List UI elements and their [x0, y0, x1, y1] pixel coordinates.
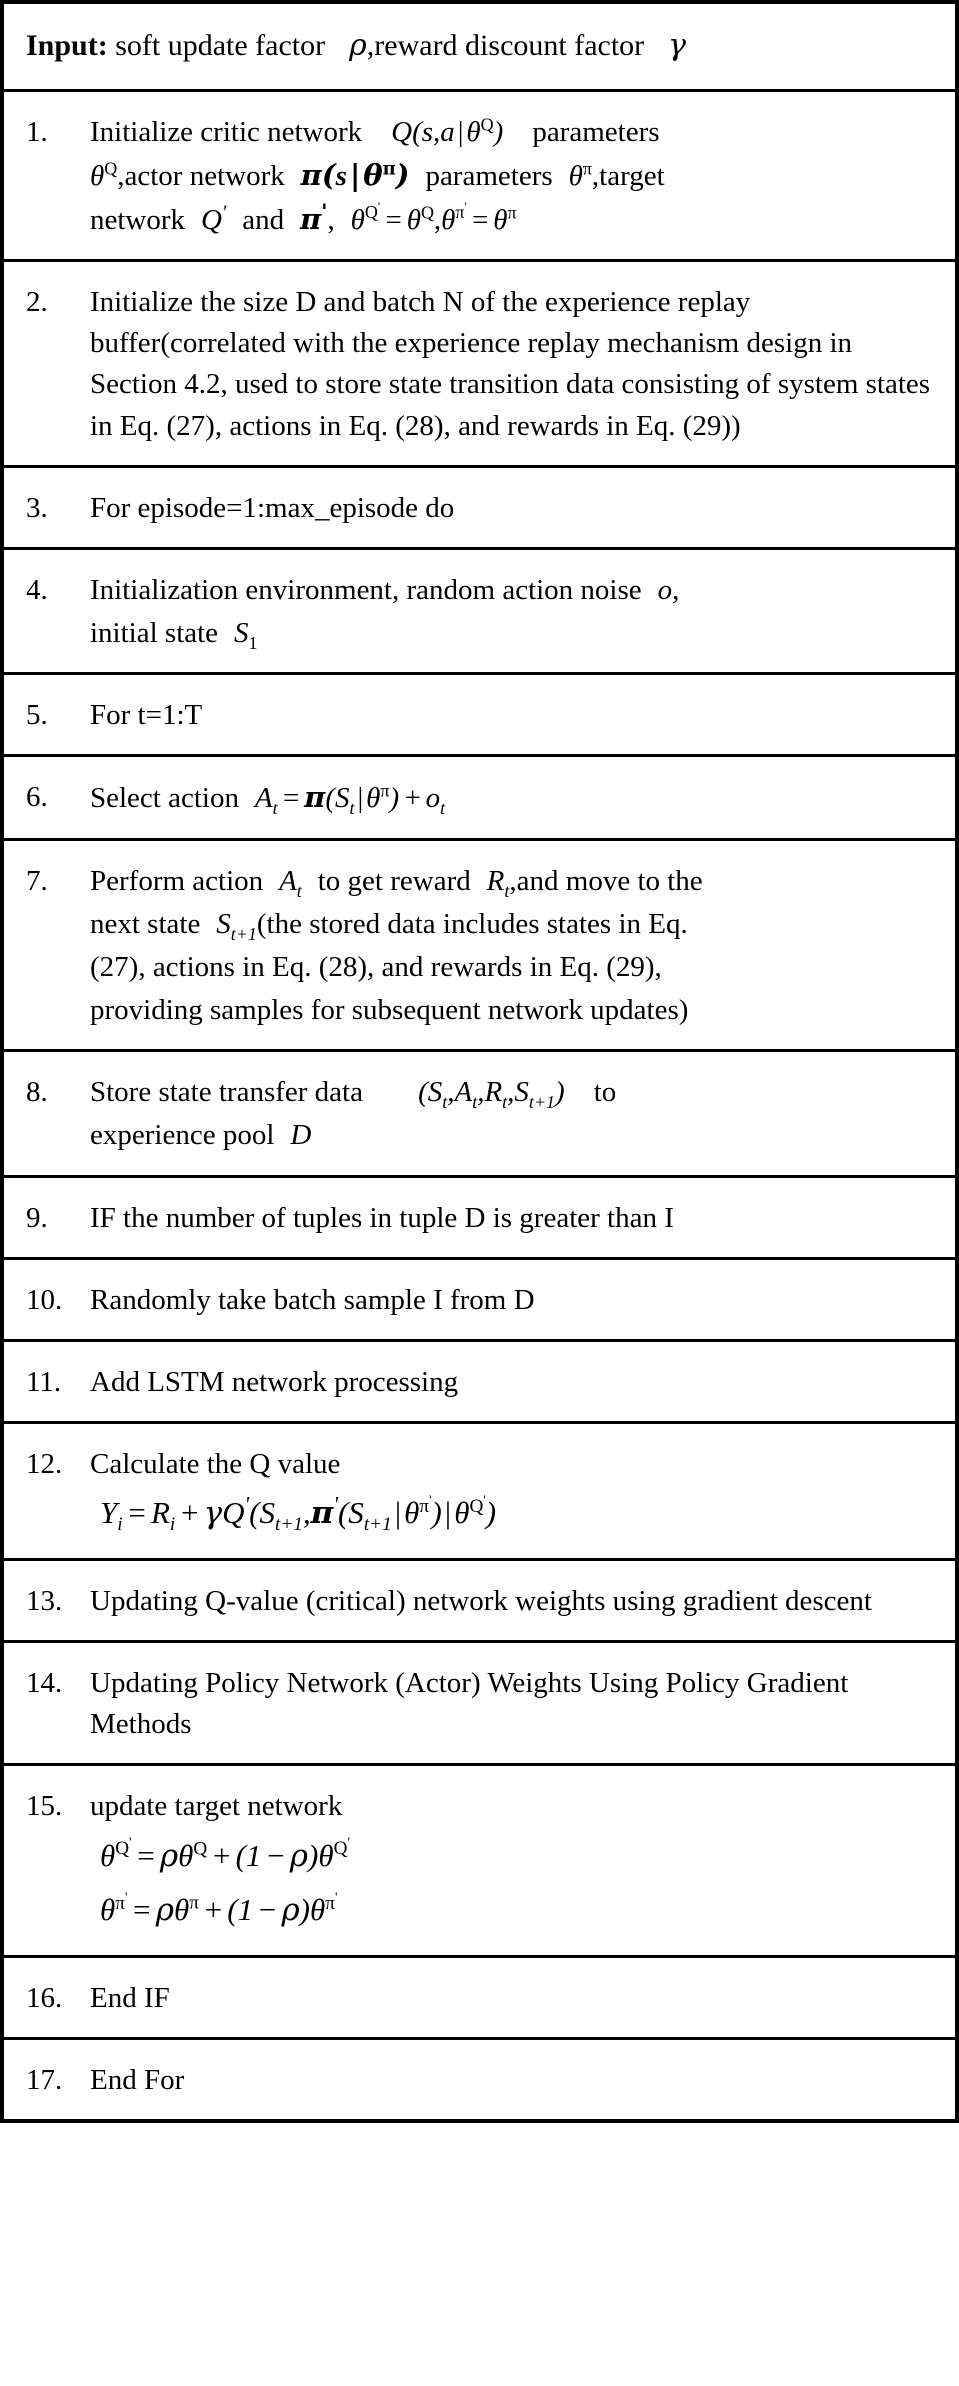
step-content: Store state transfer data(St,At,Rt,St+1)… [90, 1052, 955, 1174]
step-8-line-1: Store state transfer data(St,At,Rt,St+1)… [90, 1076, 617, 1113]
step-12-text: Calculate the Q value [90, 1448, 341, 1481]
input-text-2: ,reward discount factor [366, 29, 652, 62]
algorithm-input-row: Input: soft update factor ρ,reward disco… [4, 4, 955, 92]
step-number: 17. [26, 2064, 63, 2097]
table-row: 9. IF the number of tuples in tuple D is… [4, 1178, 955, 1260]
step-content: End For [90, 2064, 185, 2097]
table-row: 10. Randomly take batch sample I from D [4, 1260, 955, 1342]
step-number: 11. [26, 1365, 62, 1398]
math-R-t: Rt [486, 864, 510, 901]
step-content: Initialize the size D and batch N of the… [90, 286, 931, 442]
symbol-gamma: γ [668, 28, 687, 63]
math-Q-s-a-theta: Q(s,a|θQ) [391, 113, 504, 148]
step-content: Initialization environment, random actio… [90, 550, 955, 672]
math-theta-Q: θQ [90, 158, 118, 192]
step-number: 10. [26, 1283, 63, 1316]
step-4-line-1: Initialization environment, random actio… [90, 573, 680, 606]
step-number: 16. [26, 1982, 63, 2015]
symbol-rho: ρ [349, 28, 367, 63]
step-content: Randomly take batch sample I from D [90, 1283, 535, 1316]
step-content: End IF [90, 1982, 170, 2015]
step-number: 8. [26, 1076, 48, 1109]
input-text-1: soft update factor [107, 29, 333, 62]
table-row: 16. End IF [4, 1958, 955, 2041]
step-content: For episode=1:max_episode do [90, 491, 455, 524]
math-state-S1: S1 [234, 617, 258, 653]
step-content: Updating Policy Network (Actor) Weights … [90, 1667, 849, 1741]
step-15-formula-1: θQ'=ρθQ+(1−ρ)θQ' [90, 1830, 939, 1883]
step-number: 13. [26, 1584, 63, 1617]
math-soft-update-pi: θπ'=ρθπ+(1−ρ)θπ' [100, 1889, 338, 1929]
step-number: 7. [26, 864, 48, 897]
math-S-t-plus-1: St+1 [216, 907, 257, 944]
table-row: 8. Store state transfer data(St,At,Rt,St… [4, 1052, 955, 1178]
step-15-formula-2: θπ'=ρθπ+(1−ρ)θπ' [90, 1884, 939, 1937]
table-row: 12. Calculate the Q value Yi=Ri+γQ'(St+1… [4, 1424, 955, 1561]
table-row: 4. Initialization environment, random ac… [4, 550, 955, 676]
table-row: 13. Updating Q-value (critical) network … [4, 1561, 955, 1644]
step-number: 3. [26, 491, 48, 524]
step-number: 9. [26, 1201, 48, 1234]
step-number: 15. [26, 1790, 63, 1823]
step-content: Updating Q-value (critical) network weig… [90, 1584, 872, 1617]
math-pi-prime: π' [300, 199, 328, 236]
math-transition-tuple: (St,At,Rt,St+1) [418, 1076, 565, 1113]
step-content: update target network θQ'=ρθQ+(1−ρ)θQ' θ… [90, 1766, 955, 1955]
step-number: 14. [26, 1667, 63, 1700]
math-theta-piprime-eq: θπ'=θπ [441, 200, 517, 236]
step-number: 12. [26, 1448, 63, 1481]
math-soft-update-Q: θQ'=ρθQ+(1−ρ)θQ' [100, 1834, 350, 1874]
step-content: For t=1:T [90, 699, 203, 732]
table-row: 14. Updating Policy Network (Actor) Weig… [4, 1643, 955, 1767]
step-12-formula: Yi=Ri+γQ'(St+1,π'(St+1|θπ')|θQ') [90, 1487, 939, 1540]
step-content: Add LSTM network processing [90, 1365, 459, 1398]
step-15-text: update target network [90, 1790, 343, 1823]
math-pool-D: D [290, 1119, 312, 1152]
step-number: 2. [26, 286, 48, 319]
math-theta-Qprime-eq: θQ'=θQ [350, 200, 434, 236]
step-number: 4. [26, 573, 48, 606]
table-row: 5. For t=1:T [4, 675, 955, 758]
math-noise-o: o [657, 573, 673, 606]
math-A-t: At [279, 864, 302, 901]
step-number: 1. [26, 115, 48, 148]
math-select-action: At=π(St|θπ)+ot [254, 780, 446, 819]
table-row: 2. Initialize the size D and batch N of … [4, 262, 955, 468]
table-row: 17. End For [4, 2040, 955, 2119]
step-7-line-3: (27), actions in Eq. (28), and rewards i… [90, 950, 662, 983]
step-7-line-4: providing samples for subsequent network… [90, 994, 689, 1027]
math-Q-prime: Q' [200, 201, 227, 236]
step-content: Calculate the Q value Yi=Ri+γQ'(St+1,π'(… [90, 1424, 955, 1558]
table-row: 15. update target network θQ'=ρθQ+(1−ρ)θ… [4, 1766, 955, 1959]
algorithm-table: Input: soft update factor ρ,reward disco… [0, 0, 959, 2124]
table-row: 11. Add LSTM network processing [4, 1342, 955, 1425]
step-content: IF the number of tuples in tuple D is gr… [90, 1201, 674, 1234]
input-label: Input: [26, 29, 108, 62]
math-target-Y: Yi=Ri+γQ'(St+1,π'(St+1|θπ')|θQ') [100, 1492, 497, 1536]
math-pi-s-theta: π(s|θπ) [300, 157, 410, 192]
step-number: 6. [26, 781, 48, 814]
step-number: 5. [26, 699, 48, 732]
table-row: 3. For episode=1:max_episode do [4, 468, 955, 550]
math-theta-pi: θπ [568, 158, 592, 192]
